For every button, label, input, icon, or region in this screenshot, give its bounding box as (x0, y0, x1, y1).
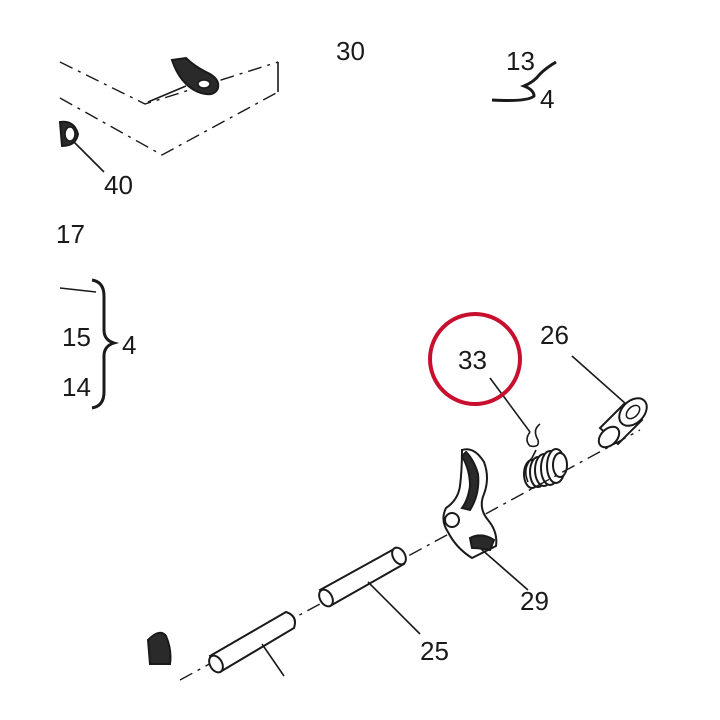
upper-left-assembly (59, 56, 279, 156)
spring-coils (523, 448, 568, 489)
callout-29: 29 (520, 586, 549, 616)
part-29-lever (442, 448, 529, 591)
part-33-spring (489, 377, 568, 489)
brace-group-left (59, 278, 120, 410)
highlight-circle (428, 312, 522, 406)
part-25-pin-upper (318, 546, 421, 635)
callout-30-partial: 30 (336, 36, 365, 66)
brace-group-top (491, 60, 557, 102)
callout-26: 26 (540, 320, 569, 350)
callout-4-left: 4 (122, 330, 136, 360)
part-40-nut (58, 120, 105, 173)
callout-15: 15 (62, 322, 91, 352)
callout-33: 33 (458, 345, 487, 375)
part-25-pin-lower (208, 610, 296, 677)
callout-14: 14 (62, 372, 91, 402)
partial-part-bottom-left (146, 631, 172, 665)
callout-17: 17 (56, 219, 85, 249)
callout-40: 40 (104, 170, 133, 200)
callout-4-top: 4 (540, 84, 554, 114)
callout-13: 13 (506, 46, 535, 76)
callout-25: 25 (420, 636, 449, 666)
part-26-bushing (571, 355, 648, 449)
